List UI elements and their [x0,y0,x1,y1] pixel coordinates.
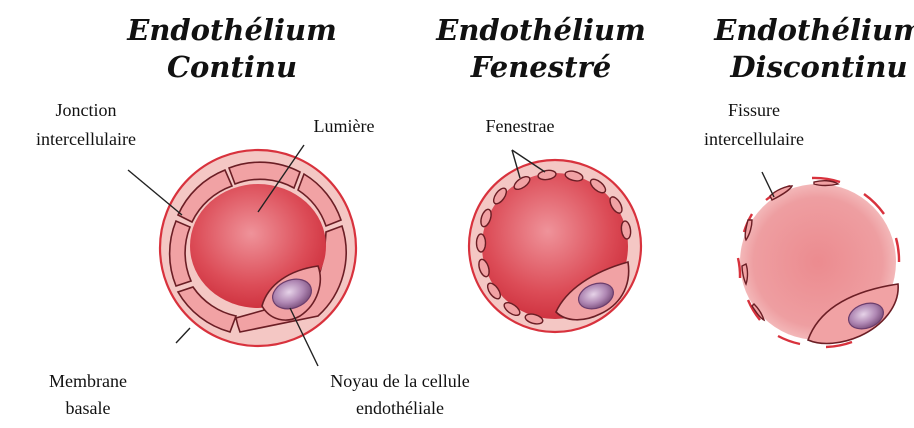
label-membrane-line2: basale [66,398,111,418]
label-noyau-line2: endothéliale [356,398,444,418]
label-fissure-line2: intercellulaire [704,129,804,149]
label-jonction-line2: intercellulaire [36,129,136,149]
title-continu-line2: Continu [167,50,297,84]
vessel-continu [160,150,356,346]
title-fenestre-line2: Fenestré [470,50,611,84]
leader-membrane [176,328,190,343]
leader-jonction [128,170,182,215]
title-discontinu-line1: Endothélium [713,13,914,47]
label-lumiere: Lumière [314,116,375,136]
title-fenestre-line1: Endothélium [435,13,646,47]
label-noyau-line1: Noyau de la cellule [330,371,469,391]
label-jonction-line1: Jonction [56,100,117,120]
label-fenestrae: Fenestrae [486,116,555,136]
leader-fissure [762,172,774,197]
vessel-fenestre [469,160,641,332]
title-continu-line1: Endothélium [126,13,337,47]
title-discontinu-line2: Discontinu [729,50,907,84]
label-fissure-line1: Fissure [728,100,780,120]
label-membrane-line1: Membrane [49,371,127,391]
vessel-discontinu [738,178,899,347]
